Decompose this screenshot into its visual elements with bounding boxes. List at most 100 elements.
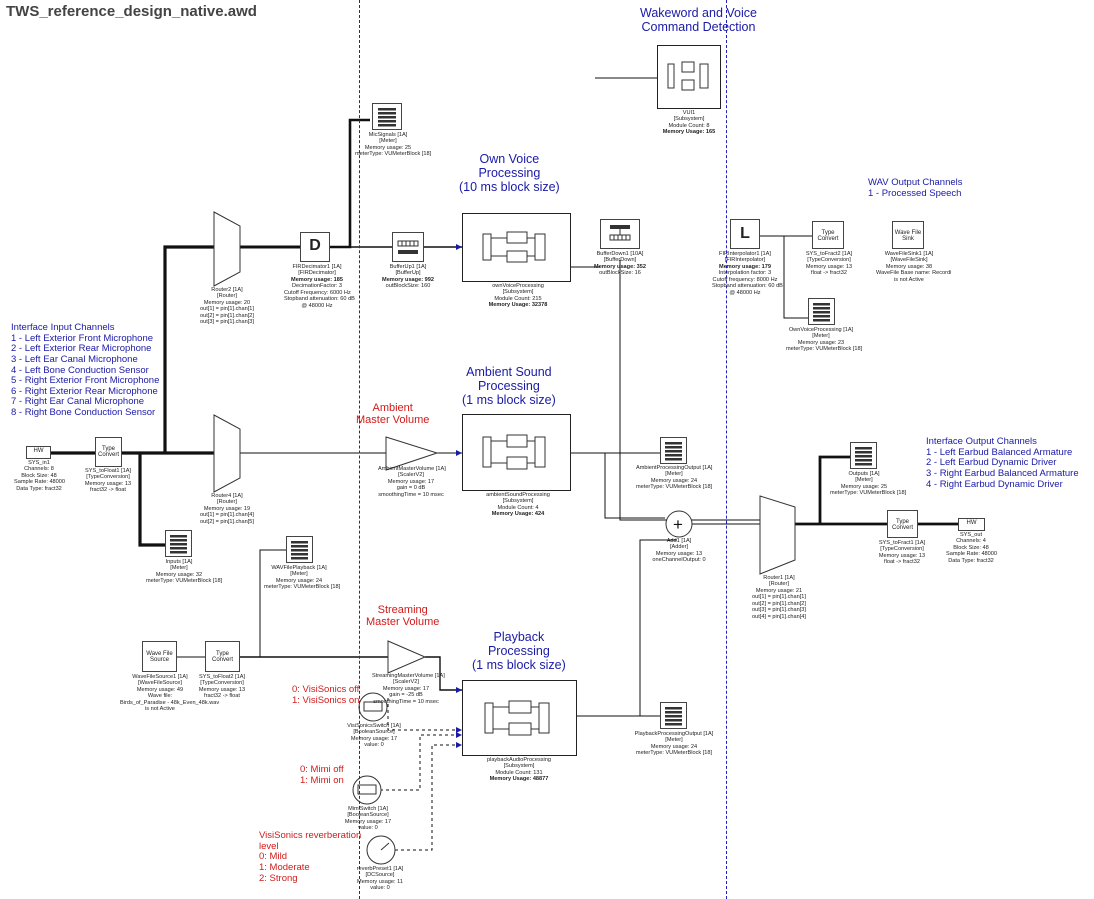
buffer-up-block[interactable] <box>392 232 424 262</box>
sys-out-block[interactable]: HW <box>958 518 985 531</box>
reverb-note: VisiSonics reverberation level 0: Mild 1… <box>259 830 362 884</box>
fir-decimator-caption-extra: DecimationFactor: 3 Cutoff Frequency: 60… <box>284 283 355 309</box>
output-channels-note: Interface Output Channels 1 - Left Earbu… <box>926 436 1079 490</box>
section-divider-right <box>726 0 727 899</box>
buffer-up-caption: BufferUp1 [1A] [BufferUp] Memory usage: … <box>376 264 440 290</box>
heading-ambient: Ambient Sound Processing (1 ms block siz… <box>462 365 556 407</box>
ambient-volume-shape <box>385 436 439 471</box>
sys-out-caption: SYS_out Channels: 4 Block Size: 48 Sampl… <box>946 532 997 564</box>
fir-decimator-block[interactable]: D <box>300 232 330 262</box>
reverb-preset-caption: reverbPreset1 [1A] [DCSource] Memory usa… <box>356 866 404 892</box>
ambient-caption-main: ambientSoundProcessing [Subsystem] Modul… <box>486 492 550 511</box>
vui-caption-main: VUI1 [Subsystem] Module Count: 8 <box>668 110 710 129</box>
heading-wakeword: Wakeword and Voice Command Detection <box>640 6 757 34</box>
output-channel-item: 4 - Right Earbud Dynamic Driver <box>926 478 1063 490</box>
meter-icon <box>813 303 830 322</box>
subsystem-icon <box>667 61 709 91</box>
input-channel-item: 2 - Left Exterior Rear Microphone <box>11 343 152 355</box>
visisonics-switch-caption: VisiSonicsSwitch [1A] [BooleanSource] Me… <box>347 723 401 749</box>
inputs-meter-block[interactable] <box>165 530 192 557</box>
sys-in-label: HW <box>33 448 44 454</box>
type-convert-fract1-block[interactable]: Type Convert <box>887 510 918 538</box>
ambient-memory: Memory Usage: 424 <box>491 511 545 518</box>
heading-ambient-master: Ambient Master Volume <box>356 402 430 427</box>
streaming-volume-shape <box>387 640 427 674</box>
control-wire-mimi <box>380 734 462 791</box>
wire-ambient-to-adder <box>604 453 665 519</box>
sys-in-block[interactable]: HW <box>26 446 51 459</box>
type-convert-fract2-label: Type Convert <box>817 229 839 242</box>
own-voice-subsystem[interactable] <box>462 213 571 282</box>
type-convert-1-label: Type Convert <box>97 446 119 459</box>
output-channels-title: Interface Output Channels <box>926 436 1037 447</box>
router4-caption: Router4 [1A] [Router] Memory usage: 19 o… <box>200 493 254 525</box>
playback-memory: Memory Usage: 48877 <box>489 776 549 783</box>
ambient-meter-caption: AmbientProcessingOutput [1A] [Meter] Mem… <box>636 465 713 491</box>
playback-subsystem[interactable] <box>462 680 577 756</box>
own-voice-meter-block[interactable] <box>808 298 835 325</box>
wire-router1-to-meter <box>818 455 850 524</box>
wav-output-item: 1 - Processed Speech <box>868 187 962 199</box>
playback-meter-block[interactable] <box>660 702 687 729</box>
mic-signals-caption: MicSignals [1A] [Meter] Memory usage: 25… <box>355 132 432 158</box>
input-channel-item: 4 - Left Bone Conduction Sensor <box>11 364 149 376</box>
vui-subsystem[interactable] <box>657 45 721 109</box>
ambient-volume-caption: AmbientMasterVolume [1A] [ScalerV2] Memo… <box>378 466 446 498</box>
fir-interpolator-memory: Memory usage: 179 <box>719 263 771 270</box>
router1-shape <box>759 495 796 575</box>
fir-interpolator-block[interactable]: L <box>730 219 760 249</box>
wave-file-source-caption: WaveFileSource1 [1A] [WaveFileSource] Me… <box>120 674 220 713</box>
input-channel-item: 3 - Left Ear Canal Microphone <box>11 353 138 365</box>
fir-decimator-label: D <box>309 237 321 254</box>
fir-interpolator-caption-main: FIRInterpolator1 [1A] [FIRInterpolator] <box>719 251 771 264</box>
input-channel-item: 1 - Left Exterior Front Microphone <box>11 332 154 344</box>
type-convert-fract2-block[interactable]: Type Convert <box>812 221 844 249</box>
wire-typeconv-to-wavmeter <box>259 549 286 657</box>
input-channels-note: Interface Input Channels 1 - Left Exteri… <box>11 322 159 419</box>
sys-in-caption: SYS_in1 Channels: 8 Block Size: 48 Sampl… <box>14 460 65 492</box>
inputs-meter-caption: Inputs [1A] [Meter] Memory usage: 32 met… <box>146 559 223 585</box>
playback-subsystem-caption: playbackAudioProcessing [Subsystem] Modu… <box>476 757 562 783</box>
wav-output-note: WAV Output Channels 1 - Processed Speech <box>868 177 963 199</box>
output-channel-item: 1 - Left Earbud Balanced Armature <box>926 446 1073 458</box>
adder-caption: Add1 [1A] [Adder] Memory usage: 13 oneCh… <box>652 538 706 564</box>
input-channel-item: 6 - Right Exterior Rear Microphone <box>11 385 158 397</box>
wire-playback-to-adder <box>639 539 677 716</box>
fir-decimator-caption-main: FIRDecimator1 [1A] [FIRDecimator] <box>292 264 342 277</box>
wave-file-source-block[interactable]: Wave File Source <box>142 641 177 672</box>
control-wire-reverb <box>395 744 462 851</box>
buffer-down-caption-main: BufferDown1 [10A] [BufferDown] <box>596 251 644 264</box>
buffer-down-block[interactable] <box>600 219 640 249</box>
wave-file-source-label: Wave File Source <box>146 650 173 663</box>
vui-caption: VUI1 [Subsystem] Module Count: 8 Memory … <box>655 110 723 136</box>
router1-caption: Router1 [1A] [Router] Memory usage: 21 o… <box>752 575 806 620</box>
meter-icon <box>378 108 396 127</box>
type-convert-fract2-caption: SYS_toFract2 [1A] [TypeConversion] Memor… <box>805 251 853 277</box>
ambient-subsystem[interactable] <box>462 414 571 491</box>
router2-shape <box>213 211 241 287</box>
type-convert-1-block[interactable]: Type Convert <box>95 437 122 467</box>
wave-file-sink-block[interactable]: Wave File Sink <box>892 221 924 249</box>
wire-input-bus <box>51 245 214 547</box>
type-convert-float2-block[interactable]: Type Convert <box>205 641 240 672</box>
vui-memory: Memory Usage: 165 <box>662 129 716 136</box>
type-convert-fract1-label: Type Convert <box>891 518 913 531</box>
sys-out-label: HW <box>966 520 977 526</box>
fir-interpolator-caption-extra: Interpolation factor: 3 Cutoff frequency… <box>712 270 783 296</box>
type-convert-1-caption: SYS_toFloat1 [1A] [TypeConversion] Memor… <box>84 468 132 494</box>
buffer-up-memory: Memory usage: 992 <box>382 276 434 283</box>
wire-volume-to-playback <box>425 656 462 691</box>
fir-decimator-memory: Memory usage: 185 <box>291 276 343 283</box>
meter-icon <box>855 447 872 466</box>
streaming-volume-caption: StreamingMasterVolume [1A] [ScalerV2] Me… <box>372 673 445 705</box>
router4-shape <box>213 414 241 493</box>
mic-signals-meter-block[interactable] <box>372 103 402 130</box>
mimi-note: 0: Mimi off 1: Mimi on <box>300 764 344 786</box>
outputs-meter-block[interactable] <box>850 442 877 469</box>
outputs-meter-caption: Outputs [1A] [Meter] Memory usage: 25 me… <box>830 471 907 497</box>
fir-interpolator-caption: FIRInterpolator1 [1A] [FIRInterpolator] … <box>712 251 783 296</box>
ambient-meter-block[interactable] <box>660 437 687 464</box>
fir-decimator-caption: FIRDecimator1 [1A] [FIRDecimator] Memory… <box>284 264 355 309</box>
wav-playback-meter-block[interactable] <box>286 536 313 563</box>
